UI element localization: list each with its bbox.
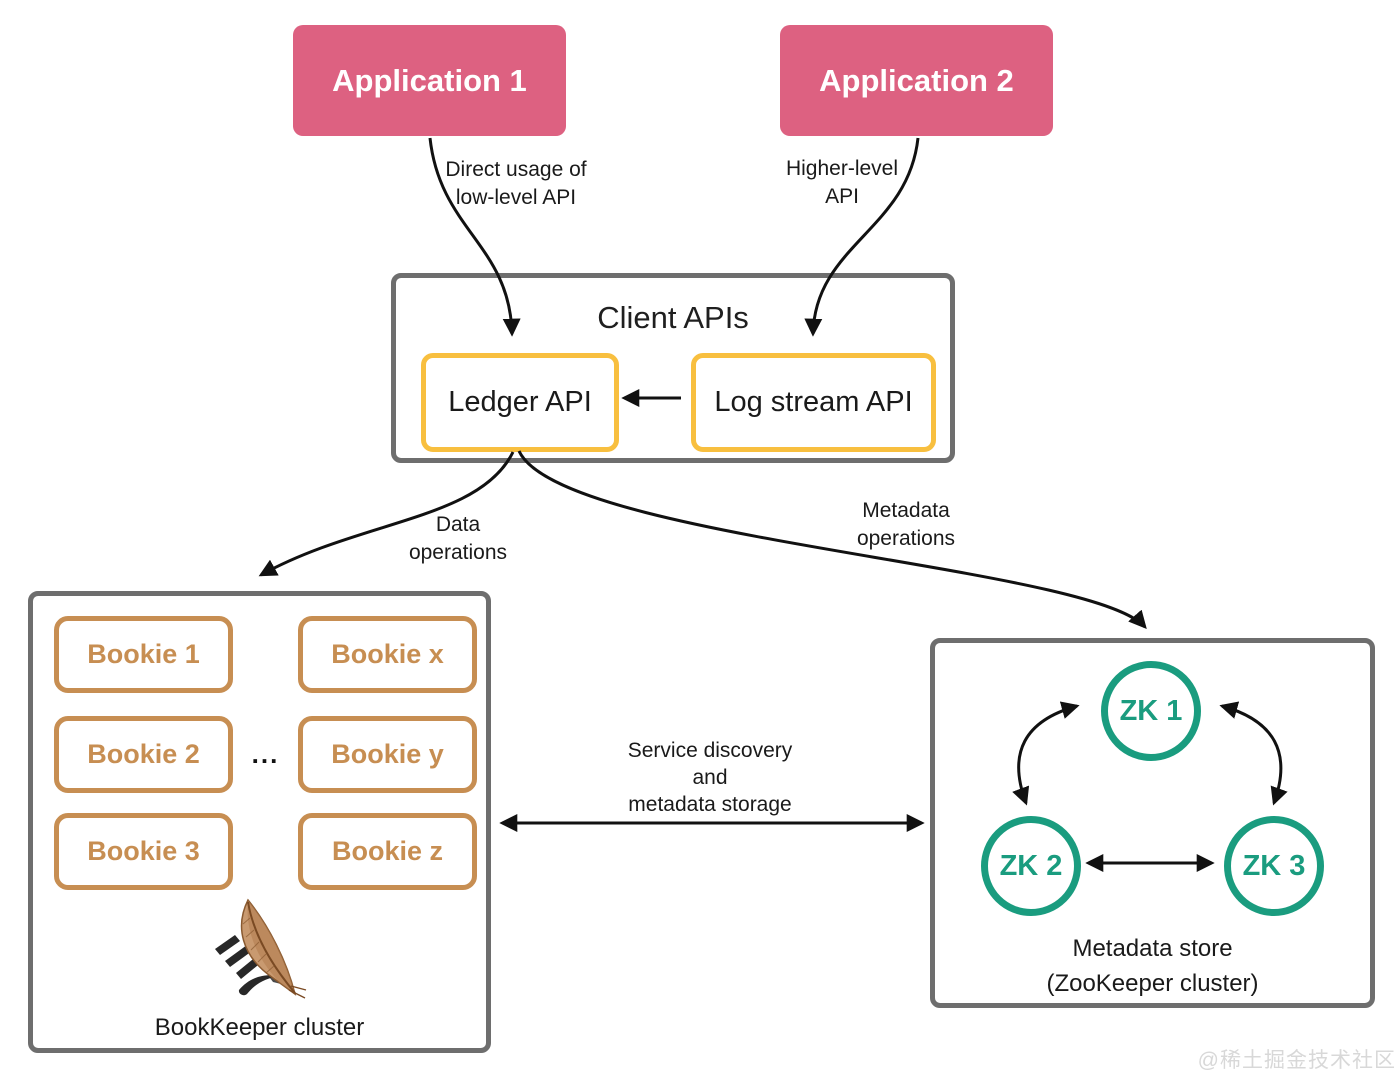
bookkeeper-cluster-label: BookKeeper cluster bbox=[154, 1014, 365, 1041]
bookie-1-label: Bookie 1 bbox=[87, 639, 200, 669]
higher-level-edge-label: Higher-level API bbox=[762, 155, 922, 211]
bookie-x-node: Bookie x bbox=[298, 616, 477, 693]
metadata-operations-line2: operations bbox=[856, 527, 956, 550]
service-discovery-line1: Service discovery bbox=[627, 739, 793, 762]
direct-usage-line1: Direct usage of bbox=[445, 158, 587, 181]
juejin-watermark: @稀土掘金技术社区 bbox=[1197, 1049, 1396, 1072]
bookie-ellipsis: ... bbox=[251, 739, 280, 769]
bookie-z-node: Bookie z bbox=[298, 813, 477, 890]
zk-3-node: ZK 3 bbox=[1224, 816, 1324, 916]
application-1-node: Application 1 bbox=[293, 25, 566, 136]
application-2-node: Application 2 bbox=[780, 25, 1053, 136]
apache-bookkeeper-feather-icon bbox=[205, 894, 323, 1012]
zk-1-node: ZK 1 bbox=[1101, 661, 1201, 761]
zk-1-label: ZK 1 bbox=[1119, 694, 1183, 727]
direct-usage-line2: low-level API bbox=[455, 186, 577, 209]
data-operations-line2: operations bbox=[408, 541, 508, 564]
application-2-label: Application 2 bbox=[819, 62, 1014, 98]
data-operations-line1: Data bbox=[435, 513, 481, 536]
zk-2-label: ZK 2 bbox=[999, 849, 1063, 882]
bookie-y-label: Bookie y bbox=[331, 739, 444, 769]
bookie-x-label: Bookie x bbox=[331, 639, 444, 669]
higher-level-line2: API bbox=[825, 185, 859, 208]
zk-3-label: ZK 3 bbox=[1242, 849, 1306, 882]
client-apis-container: Client APIs Ledger API Log stream API bbox=[391, 273, 955, 463]
data-operations-edge-label: Data operations bbox=[393, 511, 523, 567]
bookie-2-node: Bookie 2 bbox=[54, 716, 233, 793]
service-discovery-line2: and bbox=[692, 766, 728, 789]
bookkeeper-cluster-container: Bookie 1 Bookie 2 Bookie 3 Bookie x Book… bbox=[28, 591, 491, 1053]
log-stream-api-node: Log stream API bbox=[691, 353, 936, 452]
log-stream-api-label: Log stream API bbox=[714, 386, 913, 418]
bookie-3-label: Bookie 3 bbox=[87, 836, 200, 866]
metadata-store-label: Metadata store (ZooKeeper cluster) bbox=[935, 931, 1370, 1001]
direct-usage-edge-label: Direct usage of low-level API bbox=[426, 156, 606, 212]
metadata-operations-line1: Metadata bbox=[862, 499, 950, 522]
bookie-y-node: Bookie y bbox=[298, 716, 477, 793]
higher-level-line1: Higher-level bbox=[785, 157, 899, 180]
metadata-store-label-line2: (ZooKeeper cluster) bbox=[1046, 970, 1259, 997]
bookie-z-label: Bookie z bbox=[331, 836, 444, 866]
service-discovery-edge-label: Service discovery and metadata storage bbox=[560, 737, 860, 818]
arrow-ledger-to-metadata-store bbox=[517, 450, 1147, 630]
application-1-label: Application 1 bbox=[332, 62, 527, 98]
client-apis-title: Client APIs bbox=[597, 300, 749, 335]
service-discovery-line3: metadata storage bbox=[628, 793, 792, 816]
ledger-api-node: Ledger API bbox=[421, 353, 619, 452]
metadata-operations-edge-label: Metadata operations bbox=[836, 497, 976, 553]
bookie-2-label: Bookie 2 bbox=[87, 739, 200, 769]
bookie-3-node: Bookie 3 bbox=[54, 813, 233, 890]
zk-2-node: ZK 2 bbox=[981, 816, 1081, 916]
metadata-store-container: ZK 1 ZK 2 ZK 3 Metadata store (ZooKeeper… bbox=[930, 638, 1375, 1008]
bookie-1-node: Bookie 1 bbox=[54, 616, 233, 693]
ledger-api-label: Ledger API bbox=[448, 386, 592, 418]
metadata-store-label-line1: Metadata store bbox=[1072, 935, 1233, 962]
